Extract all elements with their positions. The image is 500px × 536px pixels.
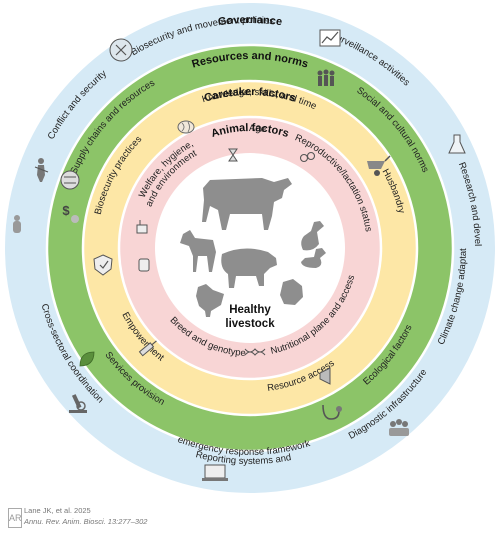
- supply-chain-icon: [60, 170, 80, 190]
- animal-label-age: Age: [249, 123, 267, 135]
- person-icon: [13, 215, 21, 233]
- syringe-icon: [138, 340, 157, 357]
- center-label-line1: Healthy: [229, 304, 271, 316]
- guinea-fowl-icon: [280, 279, 303, 305]
- dna-icon: [244, 348, 266, 356]
- conflict-soldier-icon: [34, 158, 49, 182]
- pig-icon: [221, 248, 277, 288]
- hourglass-icon: [228, 148, 238, 162]
- stethoscope-icon: [322, 404, 342, 420]
- coordination-people-icon: [389, 419, 409, 436]
- citation-journal: Annu. Rev. Anim. Biosci. 13:277–302: [24, 517, 148, 526]
- animal-title: Animal factors: [210, 122, 290, 140]
- livestock-silhouettes: [180, 178, 326, 317]
- cleaning-icon: [136, 220, 148, 234]
- center-label-line2: livestock: [225, 318, 275, 330]
- duck-icon: [301, 221, 324, 251]
- duck-icon: [301, 248, 326, 268]
- cattle-icon: [202, 178, 292, 230]
- feed-bag-icon: [138, 258, 150, 272]
- shield-badge-icon: [93, 254, 113, 276]
- laptop-icon: [202, 464, 228, 481]
- biosecurity-shield-icon: [109, 38, 133, 62]
- wheelbarrow-icon: [367, 155, 391, 176]
- microscope-icon: [69, 394, 87, 413]
- chicken-icon: [196, 284, 224, 317]
- governance-title: Governance: [217, 14, 283, 28]
- ecology-leaf-icon: [79, 351, 95, 367]
- supply-chain-icon: $: [62, 203, 79, 223]
- journal-logo-icon: AR: [8, 508, 22, 528]
- citation-authors: Lane JK, et al. 2025: [24, 506, 91, 515]
- surveillance-chart-icon: [319, 29, 341, 47]
- social-people-icon: [317, 69, 335, 86]
- megaphone-icon: [319, 367, 331, 385]
- gender-symbol-icon: [299, 151, 316, 163]
- svg-text:$: $: [62, 203, 70, 218]
- research-flask-icon: [448, 134, 466, 154]
- brain-icon: [177, 120, 195, 134]
- goat-icon: [180, 230, 216, 272]
